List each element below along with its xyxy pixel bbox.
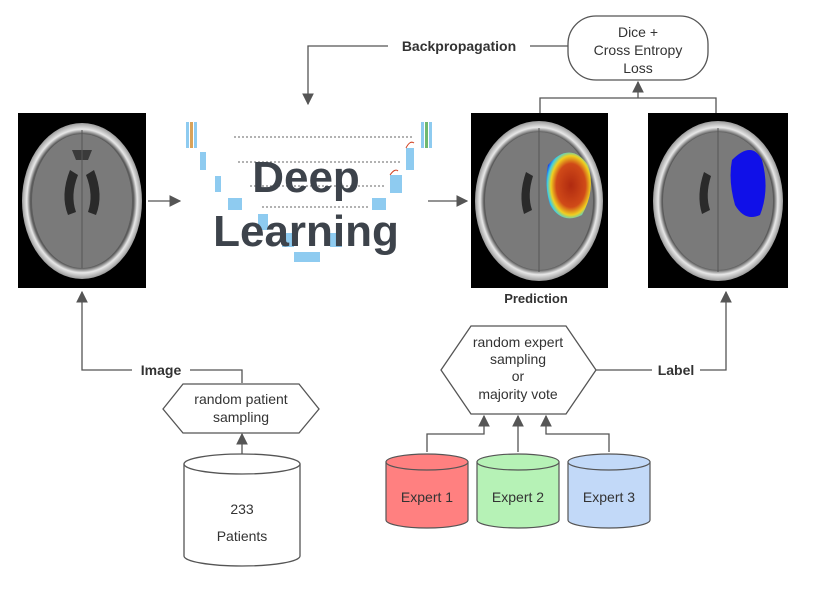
expert-1-body — [385, 461, 469, 529]
prediction-ct-scan — [471, 113, 608, 288]
random-expert-line3: or — [512, 368, 525, 384]
expert-1-database: Expert 1 — [385, 453, 469, 529]
expert-3-body — [567, 461, 651, 529]
loss-line3: Loss — [623, 60, 653, 76]
expert-2-database: Expert 2 — [476, 453, 560, 529]
backprop-label: Backpropagation — [402, 38, 516, 54]
loss-line1: Dice + — [618, 24, 658, 40]
patients-database: 233 Patients — [183, 453, 301, 567]
expert-3-label: Expert 3 — [583, 489, 635, 505]
backprop-edge — [308, 45, 568, 104]
random-patient-sampling-node: random patient sampling — [162, 383, 320, 434]
random-expert-line4: majority vote — [478, 386, 558, 402]
random-patient-line1: random patient — [194, 391, 288, 407]
deep-learning-line2: Learning — [213, 207, 399, 256]
expert-3-database: Expert 3 — [567, 453, 651, 529]
label-ct-scan — [648, 113, 788, 288]
patients-line2: Patients — [217, 528, 268, 544]
loss-node: Dice + Cross Entropy Loss — [567, 15, 709, 81]
expert-2-label: Expert 2 — [492, 489, 544, 505]
random-expert-line1: random expert — [473, 334, 563, 350]
expert-2-body — [476, 461, 560, 529]
edges — [82, 45, 726, 455]
loss-line2: Cross Entropy — [594, 42, 683, 58]
random-expert-sampling-node: random expert sampling or majority vote — [440, 325, 597, 415]
expert-1-top — [385, 453, 469, 471]
random-expert-line2: sampling — [490, 351, 546, 367]
expert-1-label: Expert 1 — [401, 489, 453, 505]
expert1-edge — [426, 414, 490, 452]
label-label: Label — [658, 362, 695, 378]
image-label: Image — [141, 362, 182, 378]
expert3-edge — [540, 414, 610, 452]
image-edge — [82, 292, 243, 383]
patients-line1: 233 — [230, 501, 254, 517]
label-edge — [596, 292, 726, 371]
deep-learning-block: Deep Learning — [186, 122, 432, 262]
scans-to-loss-edge — [539, 82, 717, 113]
expert-2-top — [476, 453, 560, 471]
prediction-caption: Prediction — [504, 291, 568, 306]
input-ct-scan — [18, 113, 146, 288]
expert-3-top — [567, 453, 651, 471]
random-patient-line2: sampling — [213, 409, 269, 425]
deep-learning-line1: Deep — [252, 153, 360, 202]
